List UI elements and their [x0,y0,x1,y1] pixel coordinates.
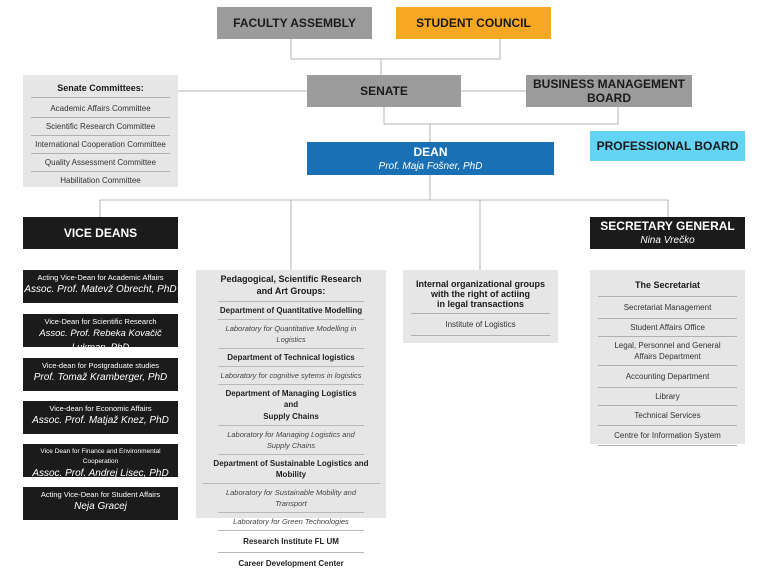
committee-item: Academic Affairs Committee [31,100,170,118]
research-groups-title-line2: and Art Groups: [218,285,364,302]
internal-groups-title-line2: with the right of actiing [431,289,530,299]
vice-dean-role: Vice-Dean for Scientific Research [44,317,157,326]
secretary-general-name: Nina Vrečko [640,235,695,246]
vice-dean-card: Vice-Dean for Scientific Research Assoc.… [23,314,178,353]
vice-dean-card: Acting Vice-Dean for Student Affairs Nej… [23,487,178,520]
senate-label: SENATE [360,84,408,98]
senate-committees-title: Senate Committees: [31,82,170,98]
research-institute-item: Research Institute FL UM [218,531,364,553]
laboratory-item: Laboratory for Quantitative Modelling in… [218,320,364,349]
research-groups-panel: Pedagogical, Scientific Research and Art… [196,270,386,568]
secretariat-item: Technical Services [598,406,737,426]
secretariat-item: Centre for Information System [598,426,737,446]
vice-dean-role: Vice-dean for Postgraduate studies [41,361,160,370]
laboratory-item: Laboratory for Green Technologies [218,513,364,531]
department-item-line2: Supply Chains [218,410,364,426]
committee-item: International Cooperation Committee [31,136,170,154]
vice-dean-name: Assoc. Prof. Andrej Lisec, PhD [32,468,169,479]
laboratory-item: Laboratory for Managing Logistics and Su… [218,426,364,455]
vice-dean-role: Acting Vice-Dean for Academic Affairs [37,273,164,282]
committee-item: Habilitation Committee [60,176,141,185]
secretary-general-box: SECRETARY GENERAL Nina Vrečko [590,217,745,249]
professional-board-box: PROFESSIONAL BOARD [590,131,745,161]
secretariat-item: Student Affairs Office [598,319,737,337]
department-item: Department of Technical logistics [218,349,364,367]
internal-groups-panel: Internal organizational groups with the … [403,270,558,343]
business-management-board-box: BUSINESS MANAGEMENT BOARD [526,75,692,107]
senate-committees-panel: Senate Committees: Academic Affairs Comm… [23,75,178,187]
secretariat-item: Secretariat Management [598,297,737,319]
business-management-board-label: BUSINESS MANAGEMENT BOARD [532,77,685,105]
vice-dean-role: Acting Vice-Dean for Student Affairs [40,490,161,499]
institute-item: Institute of Logistics [411,314,550,336]
vice-dean-name: Neja Gracej [74,501,127,512]
department-item: Department of Sustainable Logistics and … [202,455,380,484]
laboratory-item: Laboratory for cognitive sytems in logis… [218,367,364,385]
vice-dean-name: Assoc. Prof. Rebeka Kovačič Lukman, PhD [39,328,162,353]
secretariat-title: The Secretariat [598,279,737,297]
vice-deans-title: VICE DEANS [63,225,138,240]
committee-item: Scientific Research Committee [31,118,170,136]
vice-dean-card: Vice-dean for Postgraduate studies Prof.… [23,358,178,391]
laboratory-item: Laboratory for Sustainable Mobility and … [218,484,364,513]
department-item: Department of Quantitative Modelling [218,302,364,320]
vice-dean-name: Prof. Tomaž Kramberger, PhD [33,372,168,383]
secretary-general-title: SECRETARY GENERAL [600,219,735,233]
committee-item: Quality Assessment Committee [31,154,170,172]
secretariat-panel: The Secretariat Secretariat Management S… [590,270,745,446]
vice-dean-name: Assoc. Prof. Matevž Obrecht, PhD [24,284,177,295]
career-center-item: Career Development Center [238,559,344,568]
professional-board-label: PROFESSIONAL BOARD [596,139,739,153]
secretariat-item: Legal, Personnel and General Affairs Dep… [598,337,737,366]
student-council-box: STUDENT COUNCIL [396,7,551,39]
department-item: Department of Managing Logistics and [225,389,357,409]
connector-lines [99,39,669,270]
faculty-assembly-label: FACULTY ASSEMBLY [233,16,356,30]
vice-dean-name: Assoc. Prof. Matjaž Knez, PhD [32,415,169,426]
secretariat-item: Accounting Department [598,366,737,388]
vice-dean-card: Acting Vice-Dean for Academic Affairs As… [23,270,178,303]
internal-groups-title-line1: Internal organizational groups [415,279,545,289]
faculty-assembly-box: FACULTY ASSEMBLY [217,7,372,39]
vice-deans-box: VICE DEANS [23,217,178,249]
dean-name: Prof. Maja Fošner, PhD [378,160,483,172]
vice-dean-role: Vice Dean for Finance and Environmental … [40,448,161,465]
research-groups-title-line1: Pedagogical, Scientific Research [220,274,362,284]
vice-dean-card: Vice Dean for Finance and Environmental … [23,444,178,479]
secretariat-item: Library [598,388,737,406]
internal-groups-title-line3: in legal transactions [411,299,550,314]
vice-dean-role: Vice-dean for Economic Affairs [49,404,152,413]
vice-dean-card: Vice-dean for Economic Affairs Assoc. Pr… [23,401,178,434]
student-council-label: STUDENT COUNCIL [416,16,531,30]
senate-box: SENATE [307,75,461,107]
dean-box: DEAN Prof. Maja Fošner, PhD [307,142,554,175]
dean-title: DEAN [413,144,448,159]
